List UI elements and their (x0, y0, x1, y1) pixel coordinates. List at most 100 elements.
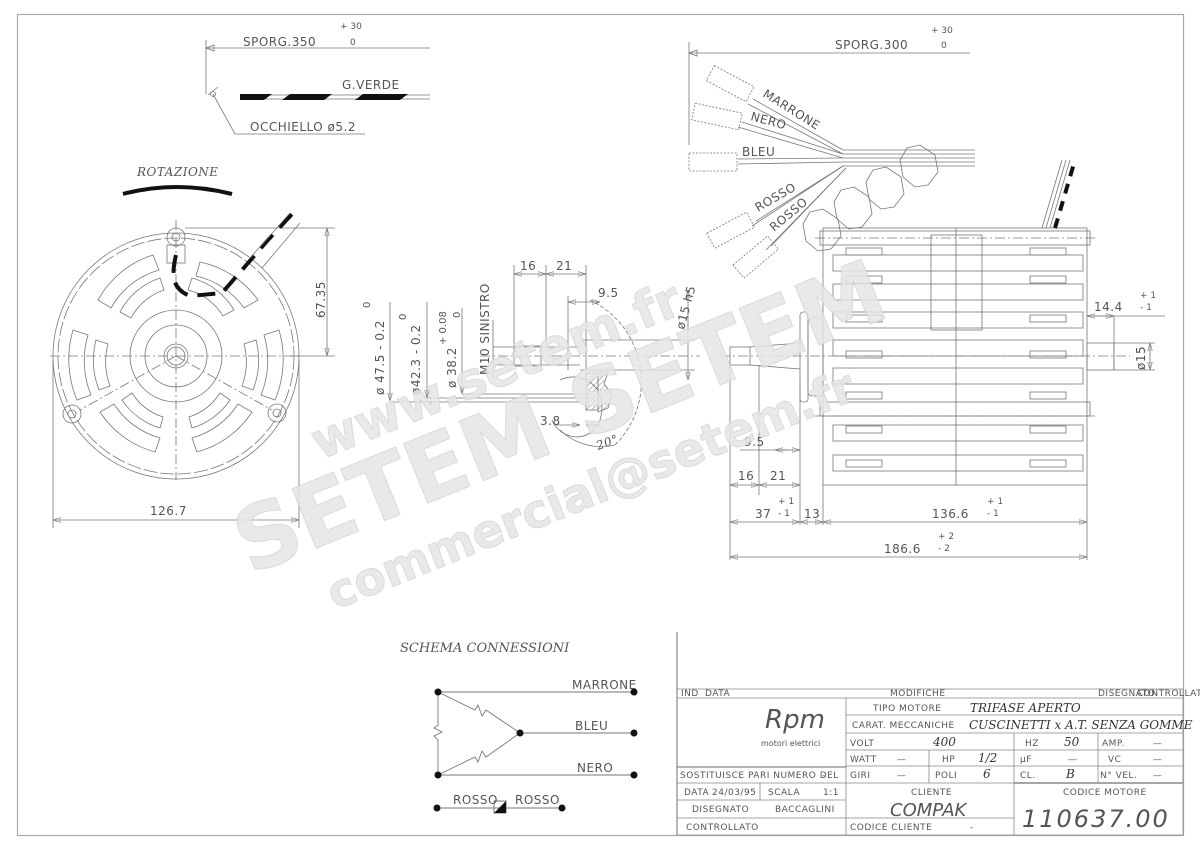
sporg-300-tol-plus: + 30 (931, 26, 953, 36)
dim-16: 16 (520, 259, 536, 273)
scala-value: 1:1 (823, 788, 839, 798)
sostituisce-value: - (822, 771, 826, 781)
cl-value: B (1065, 767, 1075, 781)
side-dim-13: 13 (804, 507, 820, 521)
rpm-logo-subtitle: motori elettrici (761, 739, 820, 748)
tipo-motore-label: TIPO MOTORE (872, 704, 941, 714)
dim-9-5: 9.5 (598, 286, 619, 300)
schema-label-bleu: BLEU (575, 719, 608, 733)
rpm-logo: Rpm (765, 705, 825, 735)
disegnato-value: BACCAGLINI (775, 805, 835, 815)
dia-47-5: ø 47.5 - 0.2 (373, 320, 387, 395)
sporg-350-tol-plus: + 30 (340, 22, 362, 32)
watt-label: WATT (850, 755, 877, 765)
sporg-300-tol-minus: 0 (941, 41, 947, 51)
schema-title: SCHEMA CONNESSIONI (400, 641, 570, 656)
volt-label: VOLT (850, 739, 874, 749)
carat-meccaniche-label: CARAT. MECCANICHE (852, 721, 955, 731)
dim-21: 21 (556, 259, 572, 273)
amp-label: AMP. (1102, 739, 1125, 749)
cliente-label: CLIENTE (911, 788, 952, 798)
side-dim-186-6-tol-plus: + 2 (938, 532, 954, 542)
shaft-detail (390, 265, 700, 447)
dia-38-2-tol-plus: + 0.08 (438, 311, 449, 345)
hp-label: HP (942, 755, 955, 765)
tb-header-data: DATA (705, 689, 731, 699)
rotation-label: ROTAZIONE (136, 165, 219, 179)
poli-value: 6 (983, 767, 991, 781)
giri-label: GIRI (850, 771, 871, 781)
wire-harness-detail (687, 42, 975, 279)
cl-label: CL. (1020, 771, 1036, 781)
nvel-label: N° VEL. (1100, 771, 1137, 781)
schema-nodes (433, 688, 638, 814)
watt-value: — (897, 755, 907, 765)
tb-header-modifiche: MODIFICHE (890, 689, 946, 699)
dia-38-2: ø 38.2 (445, 347, 459, 388)
dim-14-4: 14.4 (1094, 300, 1123, 314)
data-value: 24/03/95 (712, 788, 756, 798)
title-block (676, 632, 1184, 836)
side-dim-186-6-tol-minus: - 2 (938, 544, 950, 554)
vc-label: VC (1108, 755, 1121, 765)
tb-header-ind: IND (681, 689, 699, 699)
tb-header-controllato: CONTROLLATO (1137, 689, 1200, 699)
dia-42-3-tol: 0 (398, 314, 409, 320)
rotation-arrow (122, 185, 233, 196)
uf-value: — (1068, 755, 1078, 765)
dim-126-7: 126.7 (150, 504, 187, 518)
hp-value: 1/2 (978, 751, 997, 765)
codice-motore-value: 110637.00 (1022, 805, 1170, 833)
sostituisce-label: SOSTITUISCE PARI NUMERO DEL (680, 771, 839, 781)
motor-front-view (50, 220, 335, 528)
carat-meccaniche-value: CUSCINETTI x A.T. SENZA GOMME (969, 718, 1193, 732)
thread-m10-label: M10 SINISTRO (478, 283, 492, 375)
tb-header-disegnato: DISEGNATO (1098, 689, 1155, 699)
side-dim-9-5: 9.5 (744, 435, 765, 449)
dia-47-5-tol: 0 (362, 302, 373, 308)
dim-14-4-tol-minus: - 1 (1140, 303, 1152, 313)
dim-14-4-tol-plus: + 1 (1140, 291, 1156, 301)
sporg-350-tol-minus: 0 (350, 38, 356, 48)
sheet-border (16, 13, 1185, 837)
dim-67-35: 67.35 (314, 281, 328, 318)
vc-value: — (1153, 755, 1163, 765)
codice-motore-label: CODICE MOTORE (1063, 788, 1147, 798)
schema-label-marrone: MARRONE (572, 678, 637, 692)
side-dim-136-6: 136.6 (932, 507, 969, 521)
dia-42-3: ø42.3 - 0.2 (409, 324, 423, 395)
giri-value: — (897, 771, 907, 781)
hz-label: HZ (1025, 739, 1039, 749)
cliente-value: COMPAK (890, 800, 968, 821)
side-dim-37: 37 (755, 507, 771, 521)
hz-value: 50 (1064, 735, 1080, 749)
sporg-350-label: SPORG.350 (243, 35, 316, 49)
side-dim-136-6-tol-plus: + 1 (987, 497, 1003, 507)
poli-label: POLI (935, 771, 957, 781)
front-lead-wire (171, 211, 301, 299)
motor-side-view (720, 159, 1165, 560)
controllato-label: CONTROLLATO (686, 823, 759, 833)
wire-label-nero: NERO (749, 109, 788, 132)
occhiello-label: OCCHIELLO ø5.2 (250, 120, 356, 134)
nvel-value: — (1153, 771, 1163, 781)
volt-value: 400 (932, 735, 956, 749)
data-label: DATA (684, 788, 710, 798)
scala-label: SCALA (768, 788, 800, 798)
sporg-300-label: SPORG.300 (835, 38, 908, 52)
ground-wire-detail (204, 40, 430, 135)
wire-label-bleu: BLEU (742, 145, 775, 159)
connection-schema (433, 691, 634, 809)
schema-label-rosso-right: ROSSO (515, 793, 560, 807)
codice-cliente-value: - (970, 823, 974, 833)
side-dim-16: 16 (738, 469, 754, 483)
side-shaft-dia-15: ø15 (1134, 346, 1148, 370)
side-dim-21: 21 (770, 469, 786, 483)
side-dim-136-6-tol-minus: - 1 (987, 509, 999, 519)
uf-label: µF (1020, 755, 1032, 765)
disegnato-label: DISEGNATO (692, 805, 749, 815)
schema-label-rosso-left: ROSSO (453, 793, 498, 807)
codice-cliente-label: CODICE CLIENTE (850, 823, 932, 833)
dia-38-2-tol-minus: 0 (452, 312, 463, 318)
